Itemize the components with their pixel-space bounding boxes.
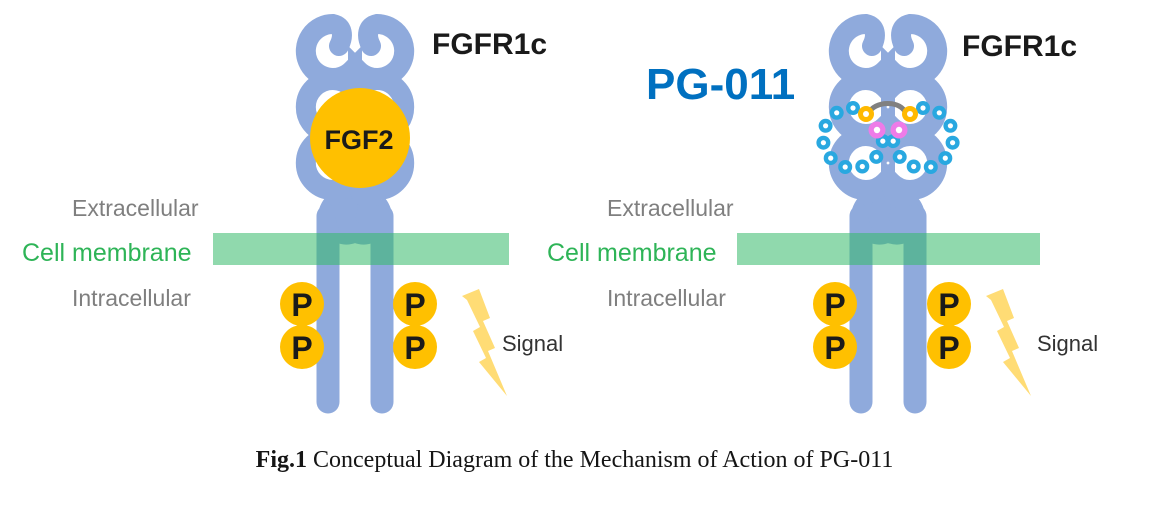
extracellular-label: Extracellular (72, 195, 199, 221)
figure-caption: Fig.1 Conceptual Diagram of the Mechanis… (0, 447, 1149, 474)
phosphate-label: P (291, 287, 312, 323)
pg011-label: PG-011 (646, 60, 795, 109)
fgf2-label: FGF2 (324, 125, 393, 155)
pg011-peptide (816, 101, 960, 174)
phosphate-badge (393, 325, 437, 369)
phosphate-badge (813, 282, 857, 326)
phosphate-label: P (938, 330, 959, 366)
phosphate-badge (927, 282, 971, 326)
mechanism-diagram: FGF2 P P P P FGFR1c Extracellular Cell m… (22, 0, 1098, 430)
peptide-loop-right (886, 101, 960, 174)
phosphate-label: P (824, 330, 845, 366)
intracellular-label: Intracellular (72, 285, 191, 311)
phosphate-badge (280, 325, 324, 369)
extracellular-label: Extracellular (607, 195, 734, 221)
lightning-bolt-icon (986, 289, 1031, 396)
cell-membrane-label: Cell membrane (547, 239, 717, 267)
cell-membrane-band (737, 233, 1040, 265)
phosphate-label: P (291, 330, 312, 366)
phosphate-badge (813, 325, 857, 369)
lightning-bolt-icon (462, 289, 507, 396)
phosphate-badge (280, 282, 324, 326)
signal-label: Signal (1037, 331, 1098, 356)
panel-fgf2: FGF2 P P P P FGFR1c Extracellular Cell m… (22, 24, 563, 402)
fgf2-ligand (310, 88, 410, 188)
phosphorylation-sites: P P P P (280, 282, 437, 369)
phosphate-badge (393, 282, 437, 326)
phosphate-label: P (938, 287, 959, 323)
phosphate-badge (927, 325, 971, 369)
caption-text: Conceptual Diagram of the Mechanism of A… (313, 447, 894, 473)
cell-membrane-label: Cell membrane (22, 239, 192, 267)
phosphate-label: P (404, 330, 425, 366)
cell-membrane-band (213, 233, 509, 265)
signal-label: Signal (502, 331, 563, 356)
peptide-loop-left (816, 101, 890, 174)
phosphate-label: P (404, 287, 425, 323)
phosphorylation-sites: P P P P (813, 282, 971, 369)
receptor-name-label: FGFR1c (962, 30, 1077, 63)
intracellular-label: Intracellular (607, 285, 726, 311)
caption-number: Fig.1 (255, 447, 307, 473)
phosphate-label: P (824, 287, 845, 323)
receptor-name-label: FGFR1c (432, 28, 547, 61)
panel-pg011: P P P P FGFR1c PG-011 Extracellular Cell… (547, 24, 1098, 402)
